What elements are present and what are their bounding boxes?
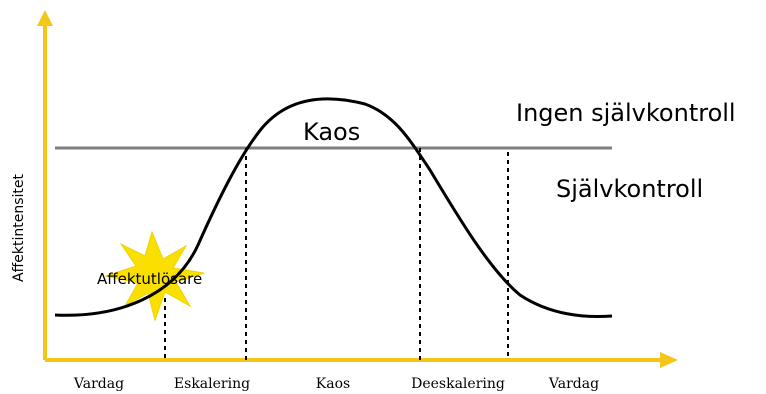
phase-label-vardag-start: Vardag [73, 376, 124, 392]
trigger-label: Affektutlösare [97, 270, 202, 288]
starburst-icon [104, 230, 205, 322]
intensity-curve [54, 97, 613, 319]
phase-label-kaos: Kaos [316, 376, 350, 392]
y-axis-arrow [37, 10, 53, 26]
phase-labels: Vardag Eskalering Kaos Deeskalering Vard… [73, 376, 599, 392]
threshold-label-below: Självkontroll [556, 175, 703, 203]
phase-label-eskalering: Eskalering [174, 376, 250, 392]
phase-label-vardag-end: Vardag [548, 376, 599, 392]
x-axis-arrow [660, 352, 678, 368]
phase-dividers [164, 148, 509, 360]
y-axis-label: Affektintensitet [11, 174, 27, 282]
phase-label-deeskalering: Deeskalering [411, 376, 505, 392]
peak-label: Kaos [303, 118, 360, 146]
threshold-label-above: Ingen självkontroll [516, 99, 736, 127]
axes [37, 10, 678, 368]
